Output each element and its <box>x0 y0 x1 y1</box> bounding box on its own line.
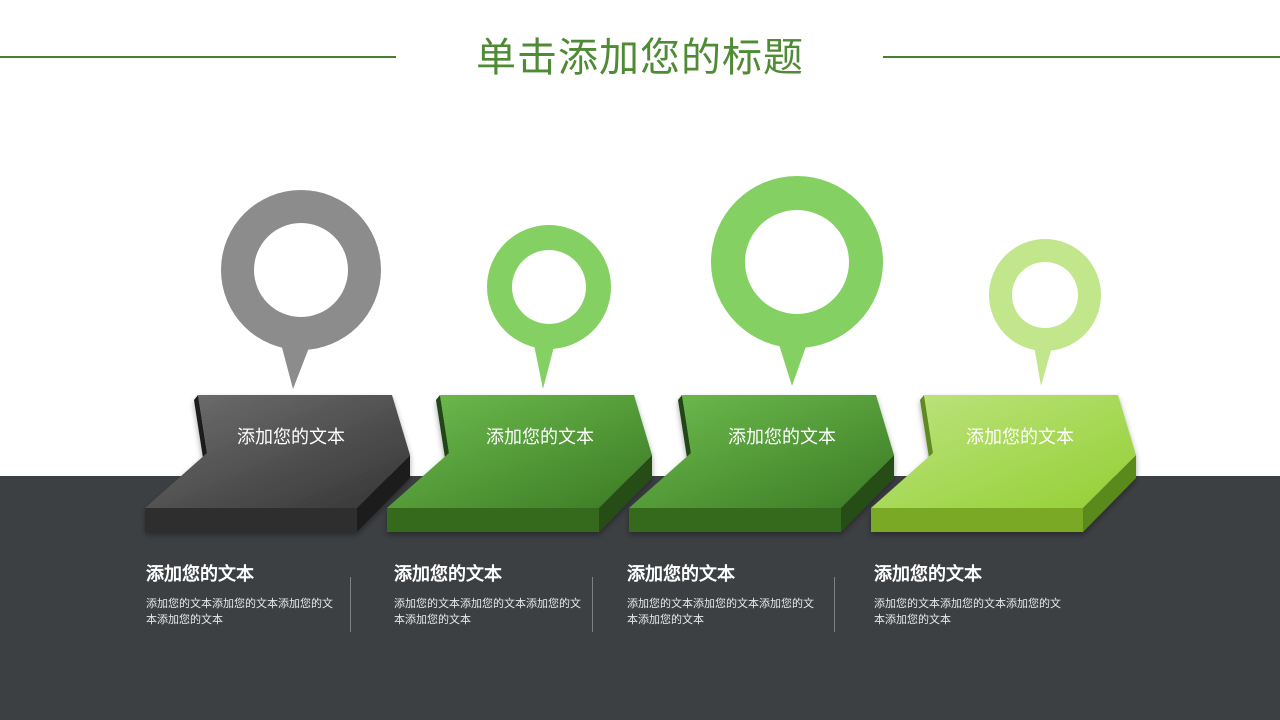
step-2-location-pin-icon <box>487 225 611 389</box>
step-3-desc-title[interactable]: 添加您的文本 <box>627 564 735 585</box>
step-1-description: 添加您的文本 添加您的文本添加您的文本添加您的文本添加您的文本 <box>146 562 346 628</box>
step-1-desc-title[interactable]: 添加您的文本 <box>146 564 254 585</box>
step-3-location-pin-icon <box>711 176 883 386</box>
step-1-desc-body[interactable]: 添加您的文本添加您的文本添加您的文本添加您的文本 <box>146 597 333 626</box>
step-1-location-pin-icon <box>221 190 381 389</box>
step-3-description: 添加您的文本 添加您的文本添加您的文本添加您的文本添加您的文本 <box>627 562 827 628</box>
step-3-arrow-block <box>629 395 894 532</box>
step-2-desc-title[interactable]: 添加您的文本 <box>394 564 502 585</box>
title-rule-right <box>883 56 1280 58</box>
title-rule-left <box>0 56 396 58</box>
step-1-arrow-block <box>145 395 410 532</box>
step-3-desc-body[interactable]: 添加您的文本添加您的文本添加您的文本添加您的文本 <box>627 597 814 626</box>
step-3-block-label[interactable]: 添加您的文本 <box>728 427 836 448</box>
step-2-arrow-block <box>387 395 652 532</box>
step-4-desc-title[interactable]: 添加您的文本 <box>874 564 982 585</box>
step-4-block-label[interactable]: 添加您的文本 <box>966 427 1074 448</box>
step-4-desc-body[interactable]: 添加您的文本添加您的文本添加您的文本添加您的文本 <box>874 597 1061 626</box>
step-2-desc-body[interactable]: 添加您的文本添加您的文本添加您的文本添加您的文本 <box>394 597 581 626</box>
step-4-description: 添加您的文本 添加您的文本添加您的文本添加您的文本添加您的文本 <box>874 562 1074 628</box>
page-title[interactable]: 单击添加您的标题 <box>476 35 804 81</box>
step-4-arrow-block <box>871 395 1136 532</box>
step-2-description: 添加您的文本 添加您的文本添加您的文本添加您的文本添加您的文本 <box>394 562 594 628</box>
divider-2 <box>592 577 593 632</box>
step-2-block-label[interactable]: 添加您的文本 <box>486 427 594 448</box>
divider-3 <box>834 577 835 632</box>
step-1-block-label[interactable]: 添加您的文本 <box>237 427 345 448</box>
step-4-location-pin-icon <box>989 239 1101 386</box>
divider-1 <box>350 577 351 632</box>
